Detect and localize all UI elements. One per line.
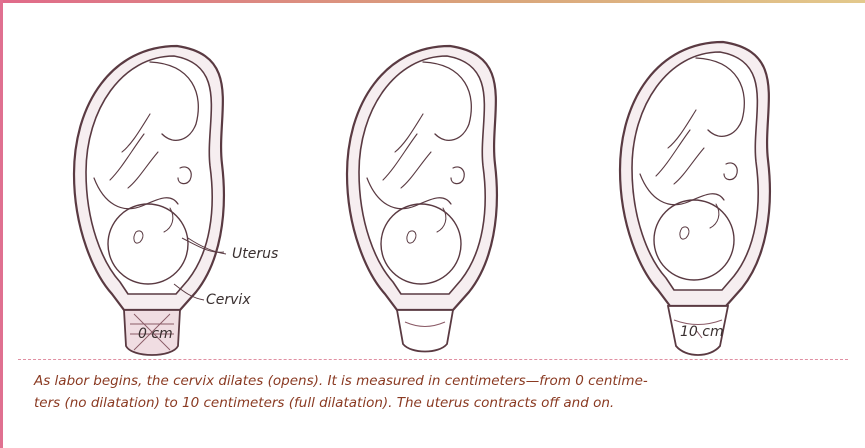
stage-10cm-illustration (620, 42, 770, 355)
stage-mid-illustration (347, 46, 497, 352)
caption-line-2: ters (no dilatation) to 10 centimeters (… (34, 392, 844, 414)
stage-start-label: 0 cm (138, 326, 173, 342)
stage-0cm-illustration (74, 46, 224, 355)
stage-end-label: 10 cm (680, 324, 724, 340)
cervix-label: Cervix (206, 292, 251, 308)
caption-divider (18, 359, 848, 361)
figure-caption: As labor begins, the cervix dilates (ope… (34, 370, 844, 414)
uterus-label: Uterus (232, 246, 278, 262)
caption-line-1: As labor begins, the cervix dilates (ope… (34, 370, 844, 392)
